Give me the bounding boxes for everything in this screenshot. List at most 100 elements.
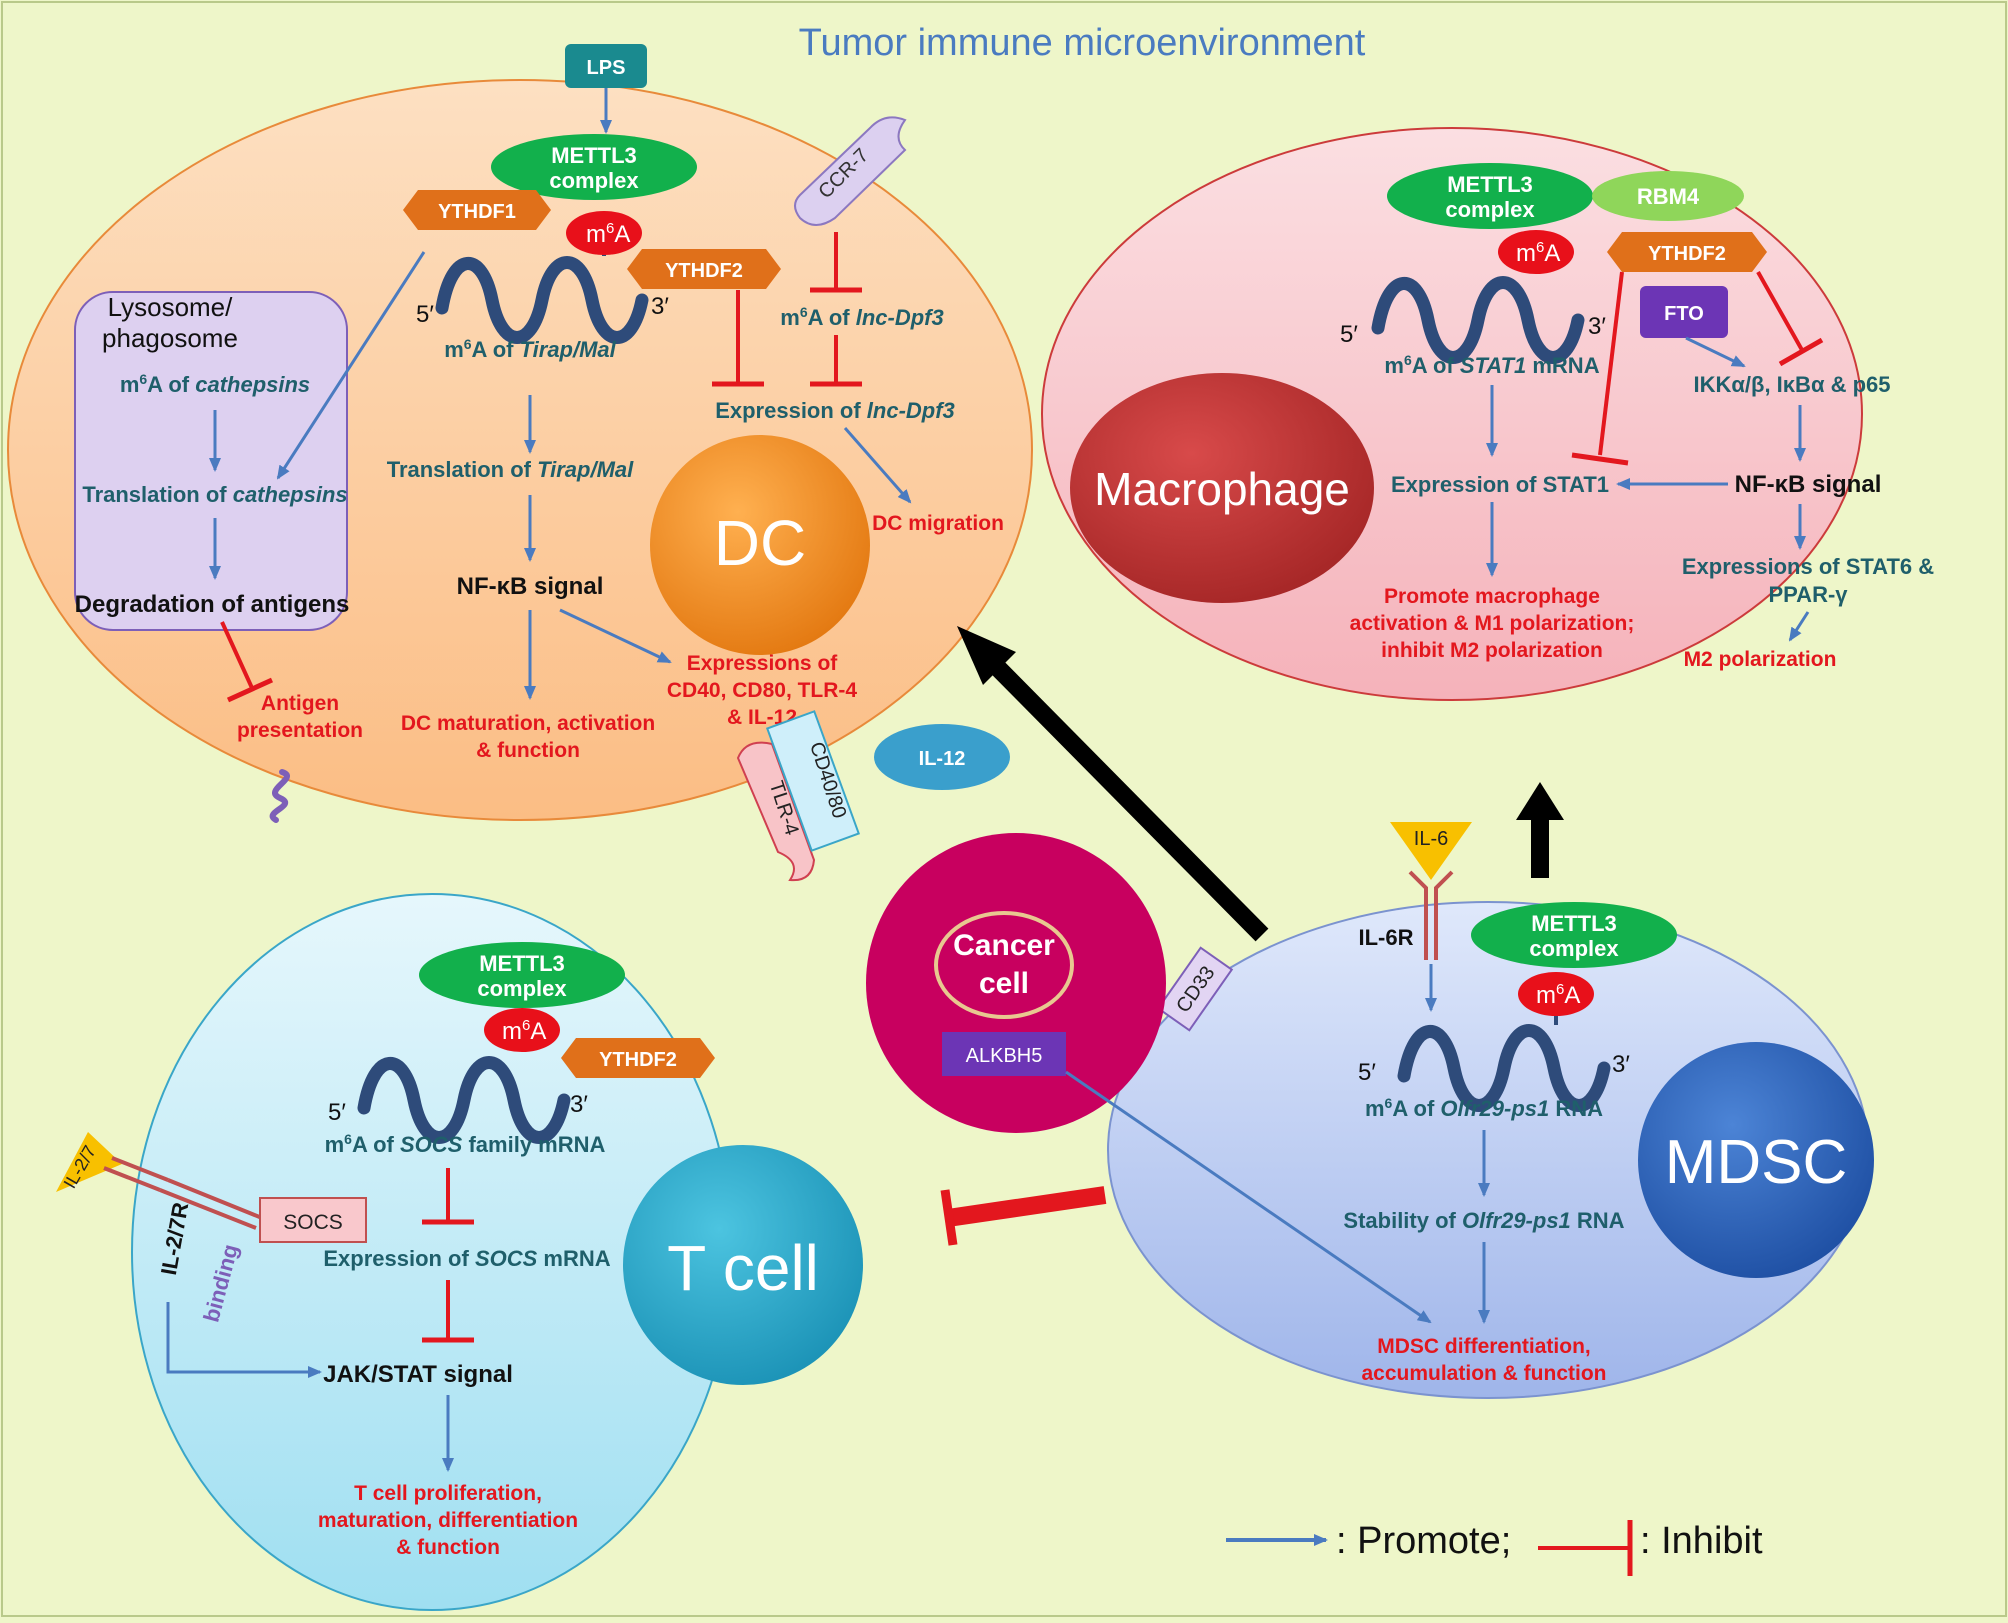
dc-maturation-line1: DC maturation, activation: [401, 712, 655, 735]
dc-mettl3-line2: complex: [549, 168, 639, 193]
cancer-cell: [866, 833, 1166, 1133]
mac-mrna-strand: [1371, 276, 1585, 364]
mdsc-mettl3-oval: [1471, 902, 1677, 968]
dc-five-prime: 5′: [416, 301, 434, 328]
ythdf1-hexagon: [403, 190, 551, 230]
mac-stat6-line1: Expressions of STAT6 &: [1682, 554, 1934, 579]
macrophage-nucleus: [1070, 373, 1374, 603]
mdsc-label: MDSC: [1665, 1128, 1848, 1197]
t-expression-socs: Expression of SOCS mRNA: [323, 1246, 610, 1271]
fto-box: [1640, 286, 1728, 338]
mdsc-to-macrophage-arrow: [1516, 782, 1564, 878]
mac-three-prime: 3′: [1588, 313, 1606, 340]
mac-m6a-text: m6A: [1516, 239, 1560, 267]
dc-expressions-line2: CD40, CD80, TLR-4: [667, 679, 858, 702]
cd4080-receptor: [765, 710, 861, 852]
mac-m2: M2 polarization: [1684, 648, 1837, 671]
dc-label: DC: [714, 507, 806, 579]
dc-mettl3-line1: METTL3: [551, 143, 637, 168]
antigen-line2: presentation: [237, 719, 363, 742]
rbm4-oval: [1592, 171, 1744, 221]
mac-ythdf2-label: YTHDF2: [1648, 243, 1726, 265]
mdsc-mettl3-line1: METTL3: [1531, 911, 1617, 936]
mac-ythdf2-hexagon: [1607, 232, 1767, 272]
t-mettl3-line1: METTL3: [479, 951, 565, 976]
socs-box-label: SOCS: [283, 1211, 343, 1234]
mdsc-mettl3-line2: complex: [1529, 936, 1619, 961]
dc-nucleus: [650, 435, 870, 655]
t-outcome-line2: maturation, differentiation: [318, 1509, 578, 1532]
cancer-line2: cell: [979, 967, 1029, 1000]
il12-label: IL-12: [919, 748, 966, 770]
mac-mettl3-line2: complex: [1445, 197, 1535, 222]
dc-expression-lnc: Expression of lnc-Dpf3: [715, 398, 955, 423]
t-three-prime: 3′: [570, 1091, 588, 1118]
ccr7-receptor: [794, 116, 907, 226]
fto-label: FTO: [1664, 303, 1704, 325]
mdsc-outcome-line2: accumulation & function: [1361, 1362, 1606, 1385]
dc-m6a-of-tirap: m6A of Tirap/Mal: [444, 336, 616, 362]
diagram-title: Tumor immune microenvironment: [799, 22, 1366, 64]
mdsc-stability: Stability of Olfr29-ps1 RNA: [1343, 1208, 1624, 1233]
tcell-label: T cell: [667, 1232, 819, 1304]
dc-m6a-text: m6A: [586, 220, 630, 248]
mdsc-m6a-text: m6A: [1536, 981, 1580, 1009]
mac-mettl3-oval: [1387, 163, 1593, 229]
mac-stat6-line2: PPAR-γ: [1768, 582, 1848, 607]
tcell-nucleus: [623, 1145, 863, 1385]
dc-migration: DC migration: [872, 512, 1004, 535]
dc-m6a-badge: [566, 211, 642, 255]
mdsc-three-prime: 3′: [1612, 1051, 1630, 1078]
legend: : Promote; : Inhibit: [1226, 1520, 1763, 1576]
alkbh5-to-mdsc-arrow: [1065, 1070, 1432, 1324]
antigen-peptide: [269, 769, 290, 823]
mdsc-five-prime: 5′: [1358, 1059, 1376, 1086]
legend-inhibit: : Inhibit: [1640, 1520, 1763, 1562]
dc-maturation-line2: & function: [476, 739, 580, 762]
dc-expressions-line1: Expressions of: [687, 652, 839, 675]
ythdf1-label: YTHDF1: [438, 201, 516, 223]
mac-five-prime: 5′: [1340, 321, 1358, 348]
t-outcome-line1: T cell proliferation,: [354, 1482, 542, 1505]
dc-three-prime: 3′: [651, 293, 669, 320]
m6a-of-cathepsins: m6A of cathepsins: [120, 371, 310, 397]
dc-ythdf2-label: YTHDF2: [665, 260, 743, 282]
mdsc-mrna-strand: [1397, 1024, 1611, 1112]
il6r-label: IL-6R: [1359, 925, 1414, 950]
lysosome-line1: Lysosome/: [108, 292, 234, 322]
dc-translation-tirap: Translation of Tirap/Mal: [387, 457, 634, 482]
mac-expr-stat1: Expression of STAT1: [1391, 472, 1609, 497]
t-outcome-line3: & function: [396, 1536, 500, 1559]
t-m6a-badge: [484, 1008, 560, 1052]
mac-ikk: IKKα/β, IκBα & p65: [1694, 372, 1891, 397]
lps-box: [565, 44, 647, 88]
dc-nfkb: NF-κB signal: [457, 573, 604, 600]
dc-m6a-of-lnc: m6A of lnc-Dpf3: [780, 304, 943, 330]
t-mettl3-line2: complex: [477, 976, 567, 1001]
mac-m1-line3: inhibit M2 polarization: [1381, 639, 1603, 662]
mdsc-inhibits-tcell-bar: [940, 1186, 1107, 1246]
mdsc-outcome-line1: MDSC differentiation,: [1377, 1335, 1591, 1358]
il12-oval: [874, 724, 1010, 790]
tlr4-receptor: [736, 741, 816, 882]
cancer-nucleus: [934, 911, 1074, 1019]
t-jak: JAK/STAT signal: [323, 1361, 513, 1388]
il27-triangle: [56, 1132, 122, 1192]
cancer-line1: Cancer: [953, 929, 1055, 962]
mdsc-m6a-of-olfr: m6A of Olfr29-ps1 RNA: [1365, 1095, 1603, 1121]
rbm4-label: RBM4: [1637, 184, 1700, 209]
socs-box: [259, 1197, 367, 1243]
translation-cathepsins: Translation of cathepsins: [82, 482, 347, 507]
mac-m6a-of-stat1: m6A of STAT1 mRNA: [1384, 352, 1599, 378]
t-m6a-of-socs: m6A of SOCS family mRNA: [325, 1131, 606, 1157]
antigen-line1: Antigen: [261, 692, 339, 715]
mdsc-m6a-badge: [1518, 972, 1594, 1016]
dc-ythdf2-hexagon: [627, 249, 781, 289]
mac-m6a-badge: [1498, 230, 1574, 274]
alkbh5-box: [942, 1032, 1066, 1076]
t-mrna-strand: [357, 1056, 571, 1144]
macrophage-label: Macrophage: [1094, 463, 1350, 515]
mac-m1-line2: activation & M1 polarization;: [1350, 612, 1635, 635]
mac-nfkb: NF-κB signal: [1735, 471, 1882, 498]
